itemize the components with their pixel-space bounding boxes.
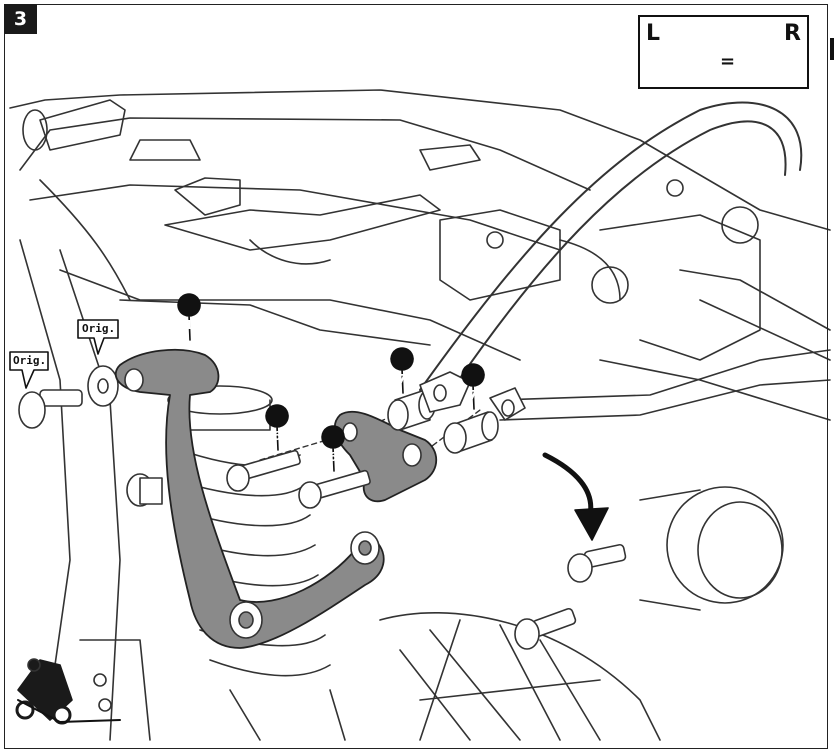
orig-washer: [87, 365, 119, 407]
figure-frame: [4, 4, 828, 749]
side-equals-sign: =: [720, 51, 736, 72]
page-edge-tab: [830, 38, 834, 60]
orig-label-bolt: Orig.: [13, 354, 47, 367]
callout-part-6-upper: 6: [272, 429, 282, 443]
removed-bolt-lower: [514, 607, 577, 650]
step-number-badge: 3: [4, 4, 37, 34]
callout-markers: [177, 293, 485, 472]
bolt-6-lower: [298, 469, 371, 509]
side-right-label: R: [784, 21, 801, 46]
orig-bolt: [18, 389, 83, 429]
spacer-7-lower: [443, 411, 499, 454]
adapter-plate: [333, 410, 438, 503]
removal-arrow: [542, 452, 609, 541]
callout-part-6-lower: 6: [328, 450, 338, 464]
step-number: 3: [13, 8, 28, 30]
callout-part-7-lower: 7: [468, 388, 478, 402]
orig-tag-frames: [9, 319, 119, 389]
side-carrier-bracket: [114, 348, 385, 649]
callout-part-1: 1: [184, 318, 194, 332]
side-left-label: L: [646, 21, 661, 46]
side-indicator-box: L = R: [638, 15, 809, 89]
callout-part-7-upper: 7: [397, 372, 407, 386]
bolt-6-upper: [226, 449, 301, 492]
orientation-icon: [15, 658, 121, 725]
orig-label-washer: Orig.: [82, 322, 116, 335]
rail-mount-lugs: [419, 371, 526, 421]
removed-bolt-upper: [567, 543, 627, 583]
